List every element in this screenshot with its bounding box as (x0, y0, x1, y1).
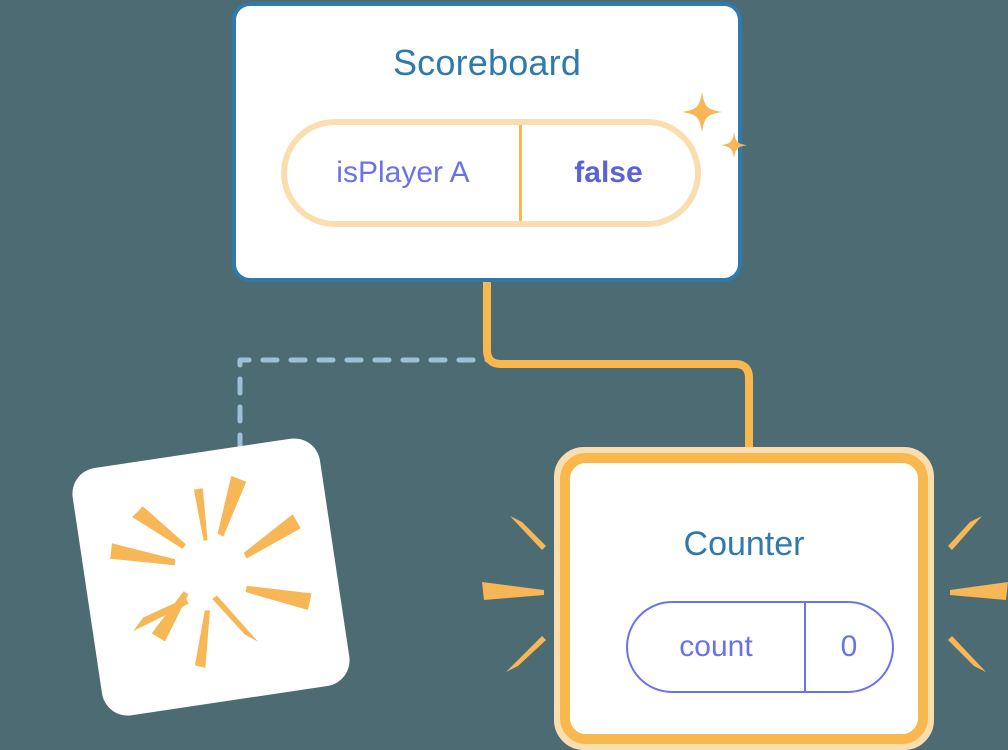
burst-ray (194, 610, 210, 668)
counter-card-halo (554, 447, 934, 750)
scoreboard-card[interactable]: Scoreboard isPlayer A false (232, 2, 742, 282)
counter-rays-left-group (482, 516, 546, 672)
counter-title: Counter (683, 525, 805, 563)
scoreboard-pill-divider (519, 125, 522, 221)
burst-ray (193, 488, 208, 541)
counter-card[interactable]: Counter count 0 (554, 447, 934, 750)
scoreboard-pill-key: isPlayer A (336, 156, 470, 189)
burst-ray (110, 543, 175, 566)
scoreboard-pill-body[interactable]: isPlayer A false (287, 125, 695, 221)
counter-ray (482, 582, 544, 600)
counter-ray (506, 636, 546, 672)
counter-pill-value: 0 (840, 630, 858, 663)
scoreboard-pill-value: false (574, 156, 643, 189)
counter-ray (950, 582, 1008, 600)
counter-rays-right-group (948, 516, 1008, 672)
counter-card-body[interactable]: Counter count 0 (560, 453, 928, 744)
burst-ray (245, 585, 312, 611)
sparkle-small-icon (721, 132, 747, 159)
burst-card[interactable] (68, 434, 354, 720)
burst-ray (151, 591, 189, 642)
counter-pill-key: count (679, 630, 753, 663)
connector-scoreboard-to-counter (483, 280, 753, 470)
burst-ray (212, 595, 259, 642)
scoreboard-state-pill[interactable]: isPlayer A false (281, 119, 701, 227)
counter-ray (948, 516, 982, 550)
counter-ray (948, 636, 986, 672)
counter-state-pill[interactable]: count 0 (626, 601, 894, 693)
counter-pill-divider (804, 603, 806, 691)
sparkle-large-icon (682, 92, 722, 132)
burst-ray (132, 506, 186, 549)
burst-ray (243, 514, 301, 559)
burst-ray (217, 475, 247, 537)
scoreboard-title: Scoreboard (392, 42, 582, 83)
burst-rays-group (110, 475, 312, 668)
sparkles-group (682, 92, 747, 159)
scoreboard-pill-halo (281, 119, 701, 227)
counter-ray (510, 516, 546, 550)
